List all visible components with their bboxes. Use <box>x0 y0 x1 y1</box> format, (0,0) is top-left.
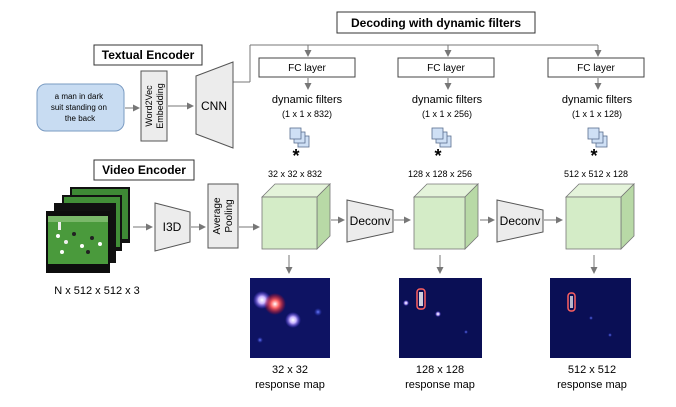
conv-star-1: * <box>292 146 299 166</box>
conv-star-3: * <box>590 146 597 166</box>
filters-label-2: dynamic filters <box>412 94 483 106</box>
filter-stack-3 <box>587 127 600 140</box>
map-label-3: response map <box>557 379 627 391</box>
fc-label-2: FC layer <box>427 63 465 74</box>
cnn-trapezoid <box>195 61 234 149</box>
textual-encoder-title-box <box>93 44 203 66</box>
i3d-label: I3D <box>163 220 182 234</box>
feature-cube-3 <box>565 183 635 250</box>
pooling-label-2: Pooling <box>224 199 235 232</box>
fc-layer-2 <box>397 57 495 78</box>
branch-2: FC layer dynamic filters (1 x 1 x 256) *… <box>397 57 495 179</box>
feature-cube-1 <box>261 183 331 250</box>
filter-stack-1 <box>289 127 302 140</box>
decoding-title-box <box>336 11 536 34</box>
deconv-2 <box>496 199 544 243</box>
filter-dims-2: (1 x 1 x 256) <box>422 109 472 119</box>
word2vec-box <box>140 70 168 142</box>
branch-1: FC layer dynamic filters (1 x 1 x 832) *… <box>258 57 356 179</box>
filter-stack-2 <box>431 127 444 140</box>
cnn-label: CNN <box>201 99 227 113</box>
video-frames <box>46 187 130 273</box>
video-input-dims: N x 512 x 512 x 3 <box>54 285 140 297</box>
fc-layer-3 <box>547 57 645 78</box>
deconv-1 <box>346 199 394 243</box>
fc-layer-1 <box>258 57 356 78</box>
filter-dims-3: (1 x 1 x 128) <box>572 109 622 119</box>
feature-dims-3: 512 x 512 x 128 <box>564 169 628 179</box>
response-map-3 <box>550 278 631 358</box>
caption-box <box>36 83 125 132</box>
decoding-title: Decoding with dynamic filters <box>351 16 521 30</box>
video-encoder-title-box <box>93 159 195 181</box>
fc-label-1: FC layer <box>288 63 326 74</box>
feature-dims-1: 32 x 32 x 832 <box>268 169 322 179</box>
filter-dims-1: (1 x 1 x 832) <box>282 109 332 119</box>
map-label-1: response map <box>255 379 325 391</box>
word2vec-label-1: Word2Vec <box>144 85 154 127</box>
caption-text: a man in dark suit standing on the back <box>51 92 109 123</box>
word2vec-label-2: Embedding <box>155 83 165 129</box>
feature-dims-2: 128 x 128 x 256 <box>408 169 472 179</box>
i3d-trapezoid <box>154 202 191 252</box>
avg-pooling-box <box>207 183 239 249</box>
map-size-2: 128 x 128 <box>416 364 464 376</box>
response-map-2 <box>399 278 482 358</box>
feature-cube-2 <box>413 183 479 250</box>
filters-label-3: dynamic filters <box>562 94 633 106</box>
filters-label-1: dynamic filters <box>272 94 343 106</box>
deconv-label-1: Deconv <box>350 214 391 228</box>
fc-label-3: FC layer <box>577 63 615 74</box>
pooling-label-1: Average <box>212 197 223 235</box>
map-size-3: 512 x 512 <box>568 364 616 376</box>
conv-star-2: * <box>434 146 441 166</box>
branch-3: FC layer dynamic filters (1 x 1 x 128) *… <box>547 57 645 179</box>
deconv-label-2: Deconv <box>500 214 541 228</box>
response-map-1 <box>250 278 330 358</box>
map-size-1: 32 x 32 <box>272 364 308 376</box>
video-encoder-title: Video Encoder <box>102 163 186 177</box>
textual-encoder-title: Textual Encoder <box>102 48 195 62</box>
map-label-2: response map <box>405 379 475 391</box>
